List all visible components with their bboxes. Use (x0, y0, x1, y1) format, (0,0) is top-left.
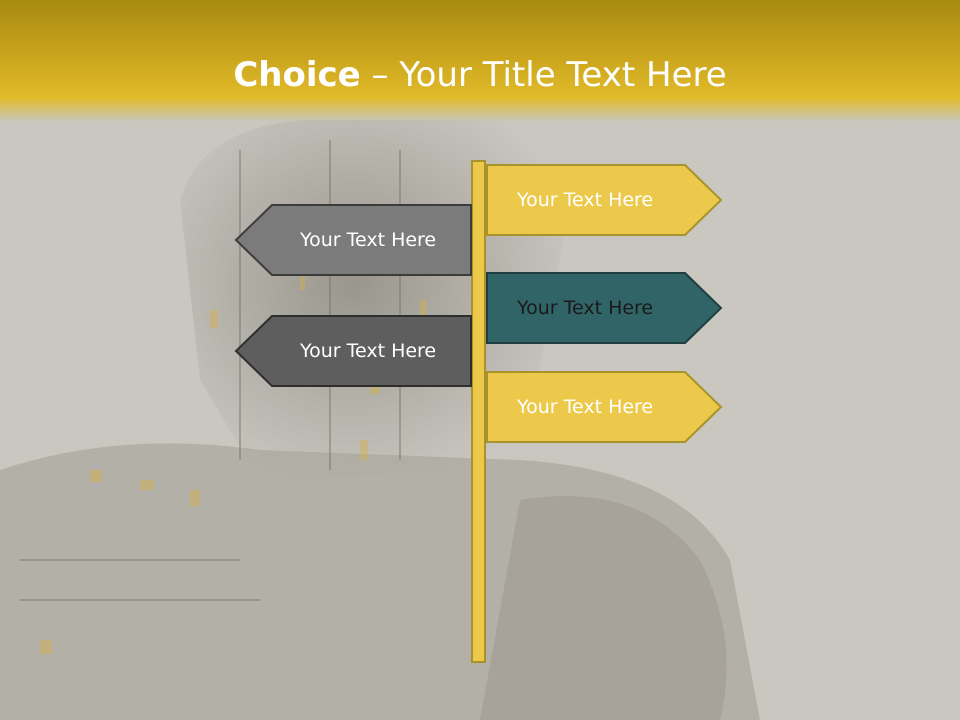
arrow-right-shape (486, 164, 723, 236)
title-bar (0, 0, 960, 122)
arrow-right-shape (486, 272, 723, 344)
sign-label: Your Text Here (517, 189, 654, 211)
sign-label: Your Text Here (517, 297, 654, 319)
sign-right-2: Your Text Here (486, 272, 724, 344)
sign-label: Your Text Here (517, 396, 654, 418)
arrow-left-shape (234, 204, 472, 276)
signpost-pole (471, 160, 486, 663)
arrow-left-shape (234, 315, 472, 387)
title-keyword: Choice (233, 55, 361, 95)
sign-right-3: Your Text Here (486, 371, 724, 443)
title-text: – Your Title Text Here (360, 55, 727, 95)
sign-left-2: Your Text Here (234, 315, 472, 387)
sign-right-1: Your Text Here (486, 164, 724, 236)
sign-label: Your Text Here (300, 229, 437, 251)
arrow-right-shape (486, 371, 723, 443)
slide-title: Choice – Your Title Text Here (0, 52, 960, 98)
sign-label: Your Text Here (300, 340, 437, 362)
sign-left-1: Your Text Here (234, 204, 472, 276)
